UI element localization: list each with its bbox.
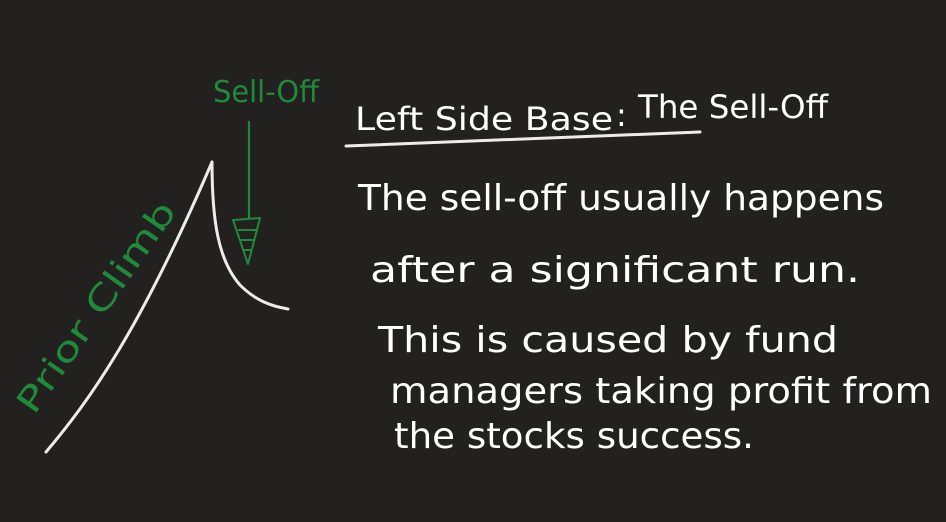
title-left: Left Side Base xyxy=(355,100,613,138)
arrow-down-icon xyxy=(232,217,261,265)
body-line-1: The sell-off usually happens xyxy=(357,178,884,219)
title-separator: : xyxy=(616,96,627,134)
body-line-4: managers taking profit from xyxy=(390,371,932,412)
body-line-3: This is caused by fund xyxy=(377,320,838,361)
body-line-2: after a significant run. xyxy=(370,250,860,291)
peak-label: Sell-Off xyxy=(213,75,320,110)
prior-climb-line xyxy=(44,160,214,454)
body-line-5: the stocks success. xyxy=(394,416,754,457)
sell-off-line xyxy=(210,160,290,311)
title-right: The Sell-Off xyxy=(637,88,829,126)
title-underline xyxy=(344,130,702,148)
